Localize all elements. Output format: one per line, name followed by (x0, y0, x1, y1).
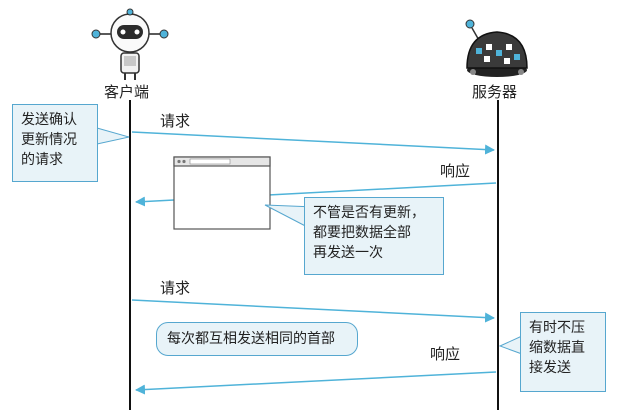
confirm-update-note: 发送确认 更新情况 的请求 (12, 104, 98, 182)
same-headers-note: 每次都互相发送相同的首部 (156, 322, 358, 356)
response-2-arrow (135, 371, 497, 395)
server-robot-icon (465, 19, 528, 77)
request-2-label: 请求 (160, 279, 191, 297)
resend-all-note: 不管是否有更新， 都要把数据全部 再发送一次 (304, 197, 444, 275)
request-1-arrow (131, 131, 495, 155)
client-label: 客户端 (104, 83, 150, 101)
uncompressed-callout-pointer (498, 335, 523, 355)
request-2-arrow (131, 299, 495, 323)
server-label: 服务器 (472, 83, 518, 101)
response-2-label: 响应 (430, 345, 461, 363)
browser-window-icon (173, 156, 271, 230)
response-1-label: 响应 (440, 162, 471, 180)
client-robot-icon (91, 8, 169, 80)
request-1-label: 请求 (160, 112, 191, 130)
uncompressed-note: 有时不压 缩数据直 接发送 (520, 312, 606, 392)
confirm-update-callout-pointer (96, 127, 130, 145)
